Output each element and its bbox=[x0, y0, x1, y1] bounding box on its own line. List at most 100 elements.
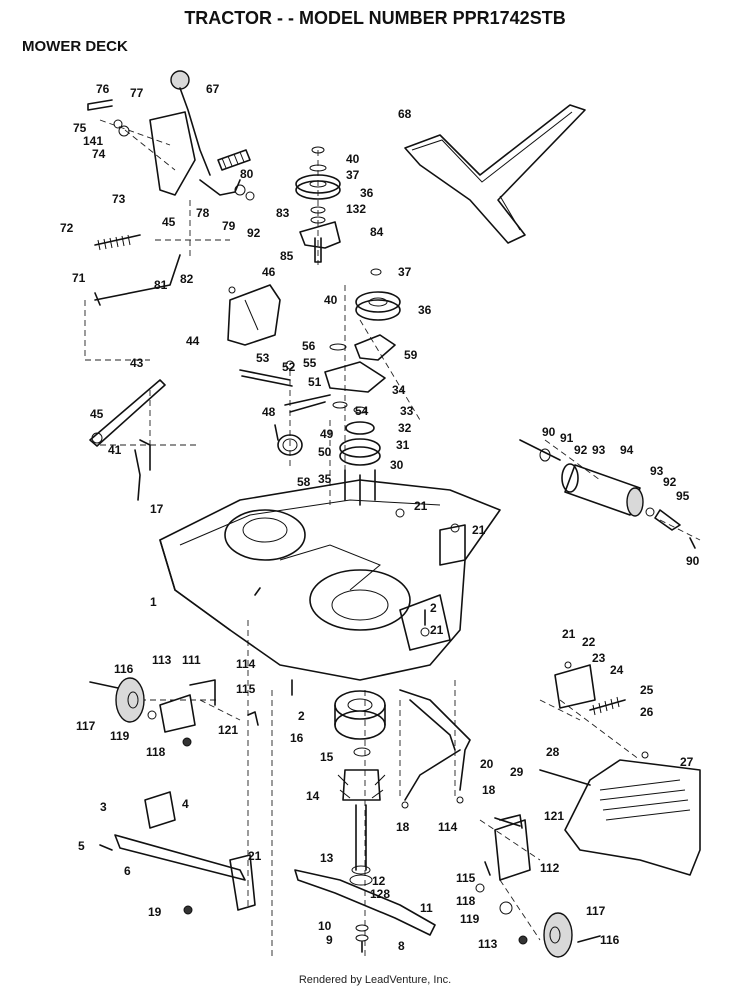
callout-4: 4 bbox=[182, 797, 189, 811]
callout-18b: 18 bbox=[396, 820, 410, 834]
callout-12: 12 bbox=[372, 874, 386, 888]
callout-32: 32 bbox=[398, 421, 412, 435]
callout-16: 16 bbox=[290, 731, 304, 745]
callout-19: 19 bbox=[148, 905, 162, 919]
callout-74: 74 bbox=[92, 147, 106, 161]
callout-44: 44 bbox=[186, 334, 200, 348]
idler-pulley-lower bbox=[329, 268, 401, 361]
callout-37b: 37 bbox=[398, 265, 412, 279]
gauge-wheel-right bbox=[475, 814, 601, 958]
deck-hanger-rods bbox=[399, 689, 471, 809]
callout-23: 23 bbox=[592, 651, 606, 665]
callout-72: 72 bbox=[60, 221, 74, 235]
discharge-chute bbox=[539, 759, 701, 876]
callout-76: 76 bbox=[96, 82, 110, 96]
callout-31: 31 bbox=[396, 438, 410, 452]
callout-118b: 118 bbox=[456, 894, 476, 908]
callout-59: 59 bbox=[404, 348, 418, 362]
callout-141: 141 bbox=[83, 134, 103, 148]
callout-90: 90 bbox=[542, 425, 556, 439]
callout-111: 111 bbox=[182, 653, 201, 667]
callout-28: 28 bbox=[546, 745, 560, 759]
callout-1: 1 bbox=[150, 595, 157, 609]
render-credit: Rendered by LeadVenture, Inc. bbox=[298, 974, 452, 986]
callout-49: 49 bbox=[320, 427, 334, 441]
anti-scalp-roller bbox=[519, 439, 681, 531]
blade-spindle bbox=[334, 690, 386, 886]
callout-25: 25 bbox=[640, 683, 654, 697]
callout-36: 36 bbox=[360, 186, 374, 200]
callout-6: 6 bbox=[124, 864, 131, 878]
callout-40b: 40 bbox=[324, 293, 338, 307]
callout-119b: 119 bbox=[460, 912, 480, 926]
hardware-fasteners bbox=[228, 286, 696, 696]
callout-114: 114 bbox=[236, 657, 256, 671]
assembly-lines bbox=[84, 119, 701, 960]
lift-lever-assembly bbox=[87, 70, 255, 201]
cutting-blade bbox=[294, 869, 436, 953]
callout-15: 15 bbox=[320, 750, 334, 764]
callout-10: 10 bbox=[318, 919, 332, 933]
callout-116: 116 bbox=[114, 662, 134, 676]
lift-rod-spring bbox=[94, 234, 181, 306]
callout-21c: 21 bbox=[430, 623, 444, 637]
part-callouts: 76 77 67 75 141 74 73 80 78 79 92 40 37 … bbox=[60, 82, 700, 953]
callout-93b: 93 bbox=[650, 464, 664, 478]
callout-8: 8 bbox=[398, 939, 405, 953]
callout-22: 22 bbox=[582, 635, 596, 649]
mower-deck-housing bbox=[159, 479, 501, 681]
callout-128: 128 bbox=[370, 887, 390, 901]
idler-arm bbox=[239, 360, 386, 413]
callout-80: 80 bbox=[240, 167, 254, 181]
callout-71: 71 bbox=[72, 271, 86, 285]
drive-belt bbox=[404, 104, 586, 244]
callout-46: 46 bbox=[262, 265, 276, 279]
callout-27: 27 bbox=[680, 755, 694, 769]
section-title: MOWER DECK bbox=[22, 38, 128, 55]
callout-17: 17 bbox=[150, 502, 164, 516]
callout-81: 81 bbox=[154, 278, 168, 292]
callout-45b: 45 bbox=[90, 407, 104, 421]
callout-67: 67 bbox=[206, 82, 220, 96]
callout-95: 95 bbox=[676, 489, 690, 503]
gauge-wheel-left bbox=[89, 677, 259, 747]
callout-21d: 21 bbox=[562, 627, 576, 641]
callout-56: 56 bbox=[302, 339, 316, 353]
callout-41: 41 bbox=[108, 443, 122, 457]
callout-82: 82 bbox=[180, 272, 194, 286]
callout-9: 9 bbox=[326, 933, 333, 947]
callout-24: 24 bbox=[610, 663, 624, 677]
callout-94: 94 bbox=[620, 443, 634, 457]
callout-34: 34 bbox=[392, 383, 406, 397]
callout-112: 112 bbox=[540, 861, 560, 875]
callout-113b: 113 bbox=[478, 937, 498, 951]
callout-21b: 21 bbox=[472, 523, 486, 537]
callout-119: 119 bbox=[110, 729, 130, 743]
callout-51: 51 bbox=[308, 375, 322, 389]
callout-5: 5 bbox=[78, 839, 85, 853]
callout-11: 11 bbox=[420, 901, 433, 915]
callout-40: 40 bbox=[346, 152, 360, 166]
callout-43: 43 bbox=[130, 356, 144, 370]
callout-52: 52 bbox=[282, 360, 296, 374]
chute-bracket bbox=[554, 664, 649, 759]
torsion-spring bbox=[274, 424, 303, 456]
callout-91: 91 bbox=[560, 431, 574, 445]
callout-33: 33 bbox=[400, 404, 414, 418]
callout-50: 50 bbox=[318, 445, 332, 459]
callout-117b: 117 bbox=[586, 904, 606, 918]
callout-2: 2 bbox=[430, 601, 437, 615]
callout-55: 55 bbox=[303, 356, 317, 370]
page-title: TRACTOR - - MODEL NUMBER PPR1742STB bbox=[184, 8, 566, 28]
callout-18: 18 bbox=[482, 783, 496, 797]
callout-121: 121 bbox=[218, 723, 238, 737]
callout-21: 21 bbox=[414, 499, 428, 513]
callout-92b: 92 bbox=[574, 443, 588, 457]
callout-113: 113 bbox=[152, 653, 172, 667]
callout-54: 54 bbox=[355, 404, 369, 418]
callout-30: 30 bbox=[390, 458, 404, 472]
callout-77: 77 bbox=[130, 86, 144, 100]
callout-78: 78 bbox=[196, 206, 210, 220]
